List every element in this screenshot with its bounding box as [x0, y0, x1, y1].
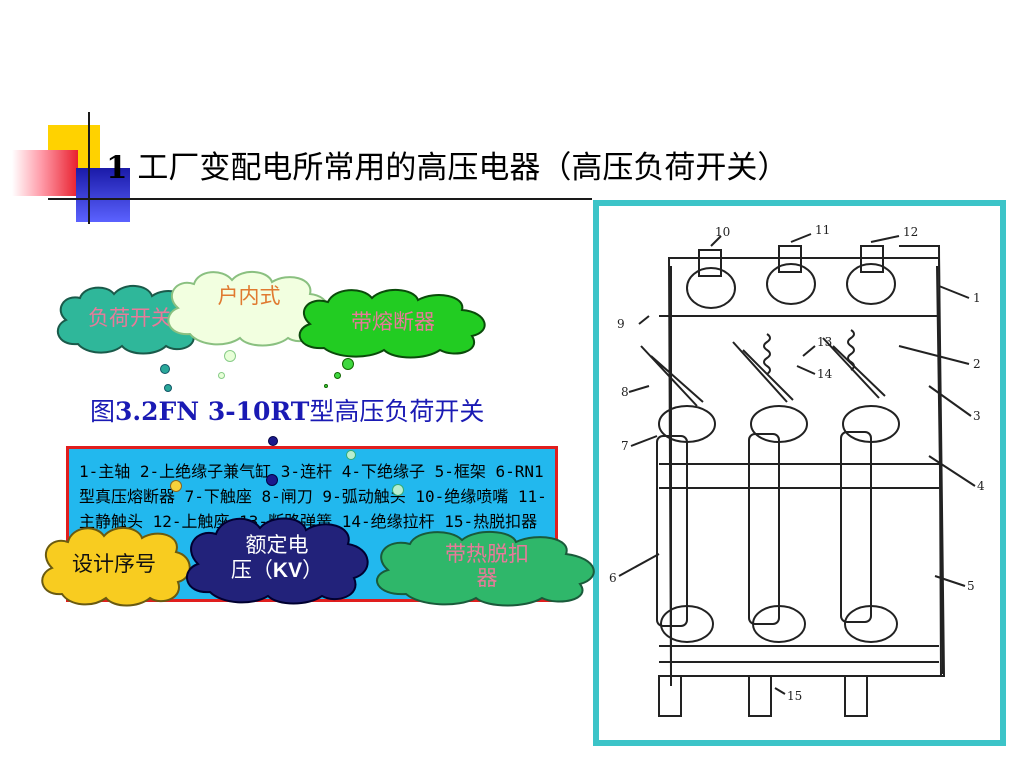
- voltage-paren-close: ）: [302, 557, 324, 582]
- cloud-rated-voltage: 额定电 压（KV）: [178, 512, 376, 605]
- bubble-dot: [218, 372, 225, 379]
- bubble-dot: [346, 450, 356, 460]
- drawing-label-6: 6: [609, 571, 617, 585]
- cloud-rated-voltage-line1: 额定电: [245, 533, 309, 558]
- load-switch-drawing: 10 11 12 1 2 3 4 5 6 7 8 9 13 14 15: [609, 223, 985, 717]
- drawing-label-12: 12: [903, 225, 918, 239]
- cloud-thermal-trip-text: 带热脱扣器: [445, 541, 529, 590]
- cloud-fuse: 带熔断器: [290, 286, 496, 359]
- caption-code: 3.2FN 3-10RT: [115, 397, 310, 426]
- voltage-unit: KV: [272, 558, 303, 582]
- bubble-dot: [170, 480, 182, 492]
- decor-blue-square: [76, 168, 130, 222]
- drawing-label-15: 15: [787, 689, 802, 703]
- drawing-label-5: 5: [967, 579, 975, 593]
- drawing-label-10: 10: [715, 225, 730, 239]
- decor-vertical-line: [88, 112, 90, 224]
- cloud-load-switch-text: 负荷开关: [88, 305, 172, 330]
- bubble-dot: [268, 436, 278, 446]
- drawing-label-2: 2: [973, 357, 981, 371]
- bubble-dot: [324, 384, 328, 388]
- cloud-indoor-text: 户内式: [217, 284, 281, 308]
- drawing-label-1: 1: [973, 291, 981, 305]
- drawing-label-13: 13: [817, 335, 832, 349]
- cloud-indoor: 户内式: [160, 268, 338, 347]
- cloud-thermal-trip: 带热脱扣器: [366, 526, 608, 607]
- drawing-label-11: 11: [815, 223, 830, 237]
- cloud-rated-voltage-text: 额定电 压（KV）: [178, 512, 376, 604]
- cloud-fuse-text: 带熔断器: [351, 309, 435, 334]
- cloud-rated-voltage-line2: 压（KV）: [231, 558, 323, 583]
- title-number: 1: [106, 150, 128, 186]
- equipment-drawing-frame: 10 11 12 1 2 3 4 5 6 7 8 9 13 14 15: [593, 200, 1006, 746]
- drawing-label-4: 4: [977, 479, 985, 493]
- voltage-paren-open: 压（: [230, 557, 273, 582]
- bubble-dot: [266, 474, 278, 486]
- bubble-dot: [334, 372, 341, 379]
- bubble-dot: [342, 358, 354, 370]
- drawing-label-3: 3: [973, 409, 981, 423]
- cloud-design-number-text: 设计序号: [72, 551, 156, 576]
- figure-caption: 图3.2FN 3-10RT型高压负荷开关: [90, 392, 484, 428]
- decor-red-square: [12, 150, 78, 196]
- bubble-dot: [224, 350, 236, 362]
- bubble-dot: [392, 484, 404, 496]
- drawing-label-14: 14: [817, 367, 833, 381]
- title-text: 工厂变配电所常用的高压电器（高压负荷开关）: [127, 150, 789, 186]
- cloud-design-number: 设计序号: [36, 522, 192, 607]
- drawing-label-8: 8: [621, 385, 629, 399]
- drawing-label-9: 9: [617, 317, 625, 331]
- caption-suffix: 型高压负荷开关: [309, 397, 485, 426]
- bubble-dot: [160, 364, 170, 374]
- parts-legend-text: 1-主轴 2-上绝缘子兼气缸 3-连杆 4-下绝缘子 5-框架 6-RN1型真压…: [79, 462, 547, 531]
- bubble-dot: [164, 384, 172, 392]
- caption-prefix: 图: [90, 397, 116, 426]
- title-underline: [48, 198, 592, 200]
- slide-title: 1 工厂变配电所常用的高压电器（高压负荷开关）: [106, 142, 788, 187]
- drawing-label-7: 7: [621, 439, 629, 453]
